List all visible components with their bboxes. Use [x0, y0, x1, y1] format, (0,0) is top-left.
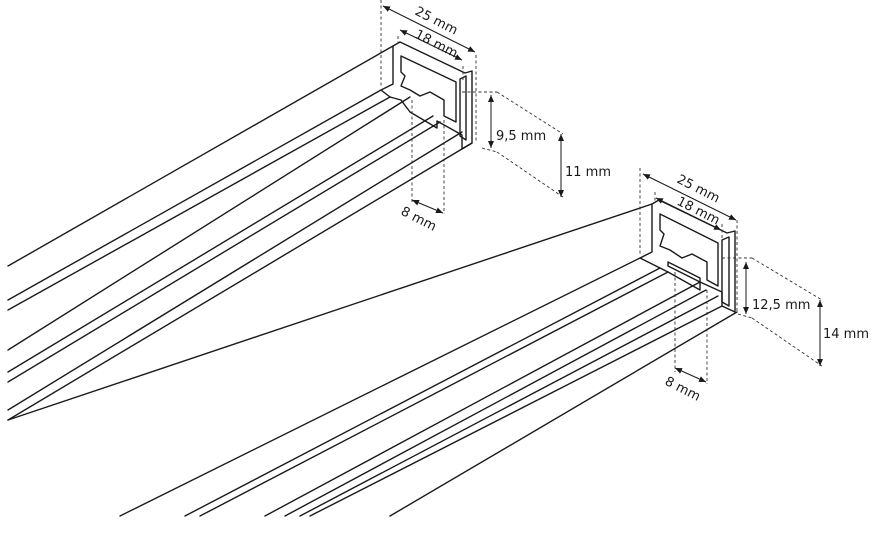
rail-a-inner-height-label: 9,5 mm — [496, 129, 546, 144]
rail-a-outer-height-label: 11 mm — [565, 165, 611, 180]
rail-b-outer-height-label: 14 mm — [823, 327, 869, 342]
rail-b: 25 mm 18 mm 12,5 mm 14 mm 8 mm — [7, 168, 869, 517]
rail-b-slot-width-label: 8 mm — [662, 374, 702, 404]
rail-a: 25 mm 18 mm 9,5 mm 11 mm 8 mm — [7, 0, 611, 421]
rail-a-section — [380, 41, 473, 150]
rail-b-dimensions — [639, 168, 823, 384]
rail-b-inner-height-label: 12,5 mm — [752, 298, 810, 313]
rail-b-section — [639, 199, 736, 313]
rail-b-edges — [7, 203, 738, 517]
rail-a-dimensions — [380, 0, 564, 214]
rail-a-edges — [7, 45, 473, 421]
